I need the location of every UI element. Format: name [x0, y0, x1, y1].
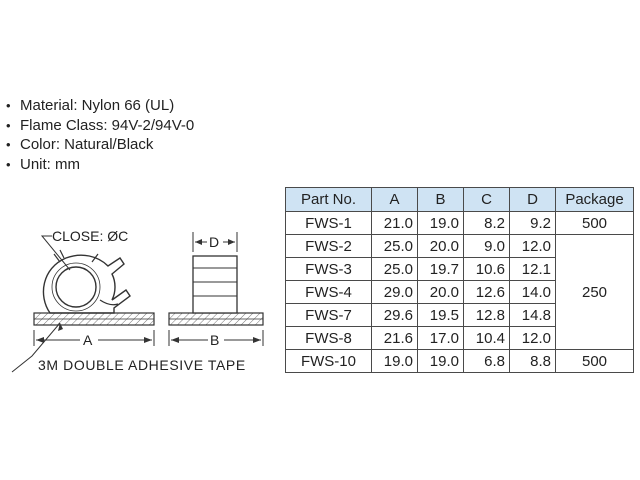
col-header-part-no: Part No. [285, 187, 372, 212]
cell-d: 14.8 [509, 303, 556, 327]
table-row: FWS-4 29.0 20.0 12.6 14.0 [285, 280, 634, 304]
cell-a: 21.0 [371, 211, 418, 235]
cell-part: FWS-4 [285, 280, 372, 304]
table-row: FWS-1 21.0 19.0 8.2 9.2 500 [285, 211, 634, 235]
front-view: D B [168, 232, 264, 348]
table-row: FWS-2 25.0 20.0 9.0 12.0 250 [285, 234, 634, 350]
cell-part: FWS-8 [285, 326, 372, 350]
col-header-package: Package [555, 187, 634, 212]
cell-d: 14.0 [509, 280, 556, 304]
dim-b-label: B [210, 332, 219, 348]
table-row: FWS-8 21.6 17.0 10.4 12.0 [285, 326, 634, 350]
spec-list: •Material: Nylon 66 (UL) •Flame Class: 9… [6, 96, 194, 174]
table-row: FWS-7 29.6 19.5 12.8 14.8 [285, 303, 634, 327]
tape-leader [11, 322, 61, 373]
cell-a: 29.6 [371, 303, 418, 327]
cell-b: 19.0 [417, 211, 464, 235]
cell-c: 8.2 [463, 211, 510, 235]
col-header-c: C [463, 187, 510, 212]
cell-a: 25.0 [371, 234, 418, 258]
cell-a: 19.0 [371, 349, 418, 373]
cell-b: 17.0 [417, 326, 464, 350]
side-view: CLOSE: ØC A [33, 228, 155, 348]
spec-color: •Color: Natural/Black [6, 136, 154, 153]
spec-material: •Material: Nylon 66 (UL) [6, 97, 175, 114]
table-header-row: Part No. A B C D Package [285, 187, 634, 212]
spec-table: Part No. A B C D Package FWS-1 21.0 19.0… [285, 187, 634, 373]
cell-c: 10.4 [463, 326, 510, 350]
dim-a-label: A [83, 332, 93, 348]
cell-part: FWS-3 [285, 257, 372, 281]
table-row: FWS-10 19.0 19.0 6.8 8.8 500 [285, 349, 634, 373]
cell-c: 12.8 [463, 303, 510, 327]
cell-d: 12.0 [509, 234, 556, 258]
cell-b: 20.0 [417, 280, 464, 304]
cell-part: FWS-1 [285, 211, 372, 235]
close-label: CLOSE: ØC [52, 228, 128, 244]
cell-d: 8.8 [509, 349, 556, 373]
cell-a: 21.6 [371, 326, 418, 350]
col-header-b: B [417, 187, 464, 212]
tape-label: 3M DOUBLE ADHESIVE TAPE [38, 357, 246, 373]
cell-package: 500 [555, 349, 634, 373]
cell-part: FWS-7 [285, 303, 372, 327]
cell-d: 12.1 [509, 257, 556, 281]
cell-d: 12.0 [509, 326, 556, 350]
spec-flame-class: •Flame Class: 94V-2/94V-0 [6, 116, 195, 134]
clip-body [42, 254, 131, 314]
cell-part: FWS-10 [285, 349, 372, 373]
cell-c: 6.8 [463, 349, 510, 373]
table-row: FWS-3 25.0 19.7 10.6 12.1 [285, 257, 634, 281]
cell-b: 19.7 [417, 257, 464, 281]
cell-c: 12.6 [463, 280, 510, 304]
cell-b: 19.0 [417, 349, 464, 373]
clip-technical-drawing: CLOSE: ØC A D B 3M DOUBLE ADHESIVE TAPE [11, 228, 264, 373]
cell-a: 29.0 [371, 280, 418, 304]
cell-d: 9.2 [509, 211, 556, 235]
cell-c: 10.6 [463, 257, 510, 281]
cell-c: 9.0 [463, 234, 510, 258]
front-view-body [192, 255, 238, 314]
col-header-a: A [371, 187, 418, 212]
spec-unit: •Unit: mm [6, 155, 80, 173]
cell-b: 19.5 [417, 303, 464, 327]
cell-b: 20.0 [417, 234, 464, 258]
dim-d-label: D [209, 234, 219, 250]
cell-a: 25.0 [371, 257, 418, 281]
cell-package-merged: 250 [555, 234, 634, 350]
cell-part: FWS-2 [285, 234, 372, 258]
col-header-d: D [509, 187, 556, 212]
close-leader [40, 235, 71, 271]
cell-package: 500 [555, 211, 634, 235]
clip-bore [55, 266, 97, 308]
